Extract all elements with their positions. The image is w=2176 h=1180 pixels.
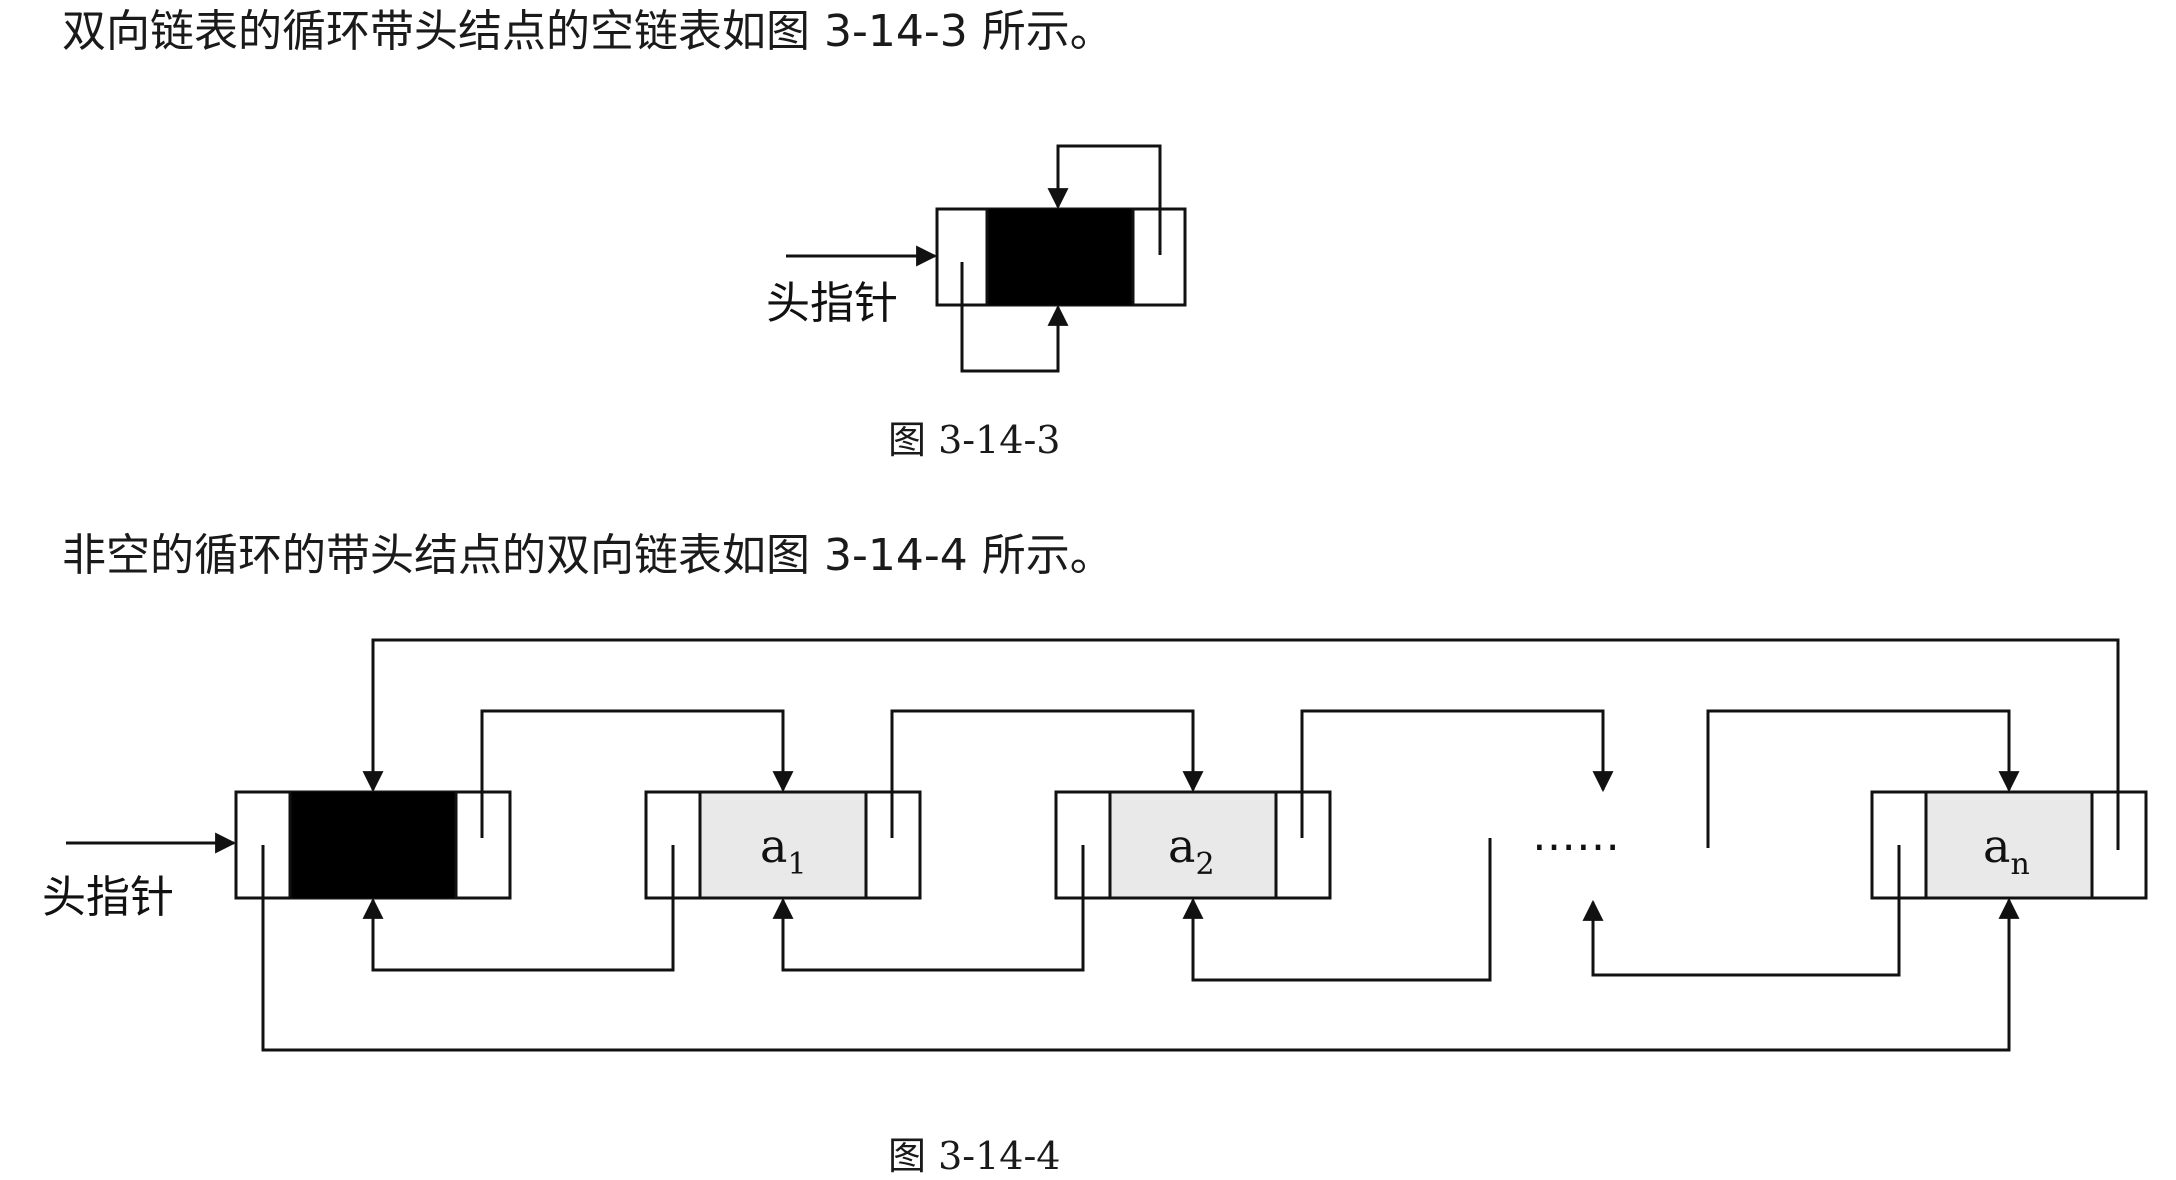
head-pointer-label: 头指针 [766, 278, 898, 329]
prior-pointer-to-a2 [1182, 838, 1492, 982]
prior-pointer-an [1582, 845, 1901, 977]
ellipsis: …… [1532, 810, 1620, 861]
node-value: an [1983, 819, 2030, 882]
list-node: an [1870, 790, 2148, 900]
prior-pointer-a1-to-head [362, 845, 675, 972]
next-pointer-a1-to-a2 [890, 709, 1204, 838]
list-node: a2 [1054, 790, 1332, 900]
next-pointer-head-to-a1 [480, 709, 794, 838]
node-value: a1 [760, 819, 807, 882]
paragraph-empty-list: 双向链表的循环带头结点的空链表如图 3-14-3 所示。 [62, 6, 1114, 57]
figure-empty-list: 头指针 [766, 144, 1187, 373]
head-pointer-label: 头指针 [42, 872, 174, 923]
node-value: a2 [1168, 819, 1215, 882]
head-node-data-cell [987, 209, 1133, 305]
figure-nonempty-list: 头指针 a1 a2 an …… [42, 638, 2148, 1052]
head-node-data-cell [290, 792, 456, 898]
figure-caption-3-14-3: 图 3-14-3 [888, 418, 1061, 462]
prior-self-loop [960, 262, 1069, 373]
prior-pointer-a2-to-a1 [772, 845, 1085, 972]
prior-pointer-head-to-an [261, 845, 2020, 1052]
next-pointer-a2 [1300, 709, 1614, 838]
next-self-loop [1047, 144, 1162, 255]
next-pointer-to-an [1706, 709, 2020, 848]
linked-list-diagrams: 头指针 头指针 a1 a2 an …… [42, 144, 2148, 1052]
list-node: a1 [644, 790, 922, 900]
paragraph-nonempty-list: 非空的循环的带头结点的双向链表如图 3-14-4 所示。 [62, 530, 1114, 581]
next-pointer-an-to-head [362, 638, 2120, 850]
